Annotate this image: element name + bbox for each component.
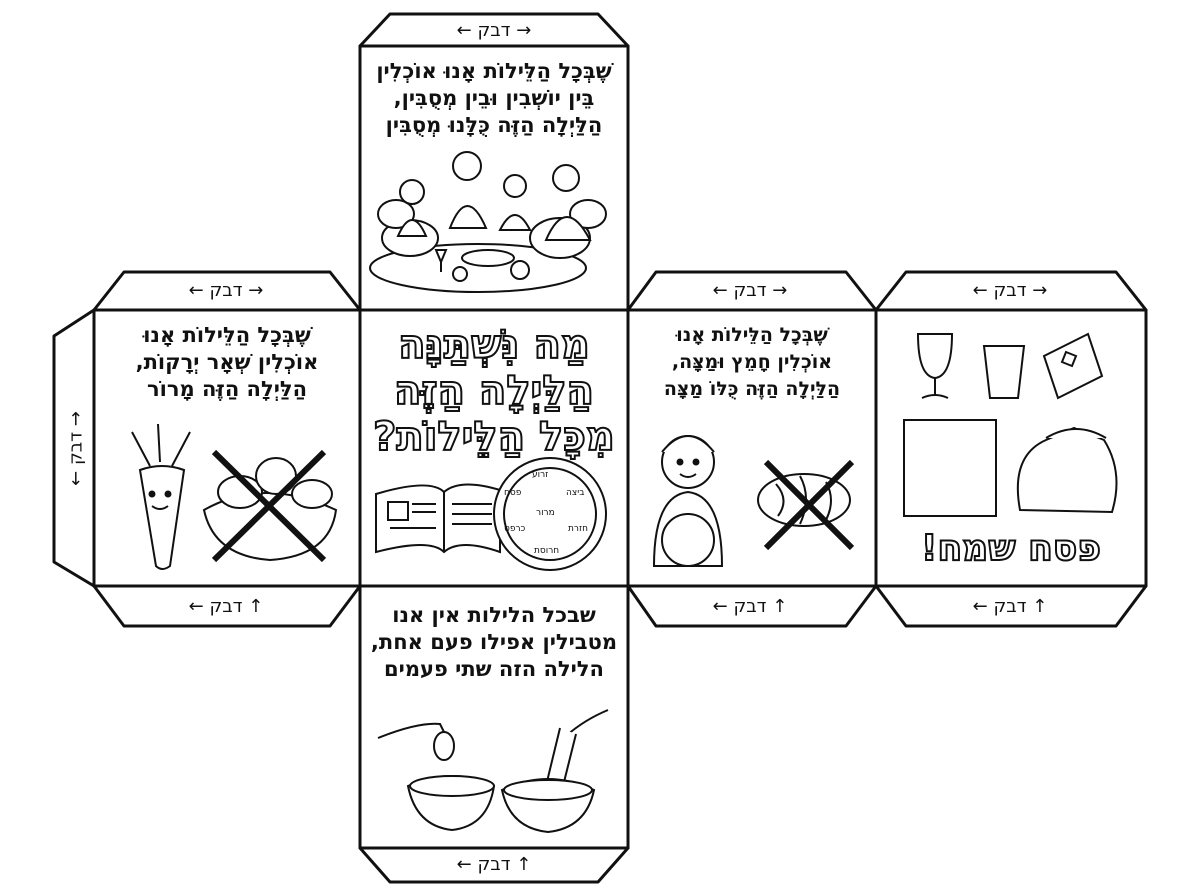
- right1-face-text: שֶׁבְּכָל הַלֵּילוֹת אָנוּ אוֹכְלִין חָמ…: [632, 322, 872, 403]
- left-face-line-3: הַלַּיְלָה הַזֶּה מָרוֹר: [146, 377, 308, 401]
- center-title-line-3: מִכָּל הַלֵּילוֹת?: [372, 413, 616, 461]
- family-seder-icon: [369, 151, 607, 293]
- bottom-face-tab-label: ← דבק ↑: [456, 854, 532, 875]
- bottom-face-line-1: שבכל הלילות אין אנו: [392, 603, 596, 627]
- plate-label-pesach: פסח: [504, 488, 522, 498]
- left-face-text: שֶׁבְּכָל הַלֵּילוֹת אָנוּ אוֹכְלִין שְׁ…: [100, 322, 354, 403]
- bottom-glue-tab: [358, 846, 630, 884]
- bottom-face-line-3: הלילה הזה שתי פעמים: [384, 657, 604, 681]
- right2-bottom-tab-label: ← דבק ↑: [972, 596, 1048, 617]
- carrot-vegetables-crossed-icon: [131, 423, 338, 570]
- plate-label-charoset: חרוסת: [534, 546, 560, 556]
- bottom-face-line-2: מטבילין אפילו פעם אחת,: [370, 630, 618, 654]
- bottom-face-text: שבכל הלילות אין אנו מטבילין אפילו פעם אח…: [366, 602, 622, 683]
- plate-label-chazeret: חזרת: [568, 524, 588, 534]
- seder-plate-labels: זרוע ביצה מרור פסח כרפס חזרת חרוסת: [494, 458, 606, 570]
- top-face-line-2: בֵּין יוֹשְׁבִין וּבֵין מְסֻבִּין,: [393, 86, 595, 110]
- plate-label-karpas: כרפס: [504, 524, 526, 534]
- center-face-title: מַה נִּשְׁתַּנָּה הַלַּיְלָה הַזֶּה מִכָ…: [366, 321, 622, 461]
- right1-face-line-1: שֶׁבְּכָל הַלֵּילוֹת אָנוּ: [676, 324, 828, 346]
- pesach-sameach-greeting: פסח שמח!: [920, 527, 1102, 570]
- left-face-tab-label: ← דבק →: [188, 280, 264, 301]
- left-face-line-2: אוֹכְלִין שְׁאָר יְרָקוֹת,: [135, 350, 319, 374]
- plate-label-zroa: זרוע: [532, 470, 549, 480]
- right1-face-line-2: אוֹכְלִין חָמֵץ וּמַצָּה,: [671, 351, 833, 373]
- boy-matzah-challah-crossed-icon: [652, 435, 855, 567]
- center-title-line-1: מַה נִּשְׁתַּנָּה: [397, 321, 591, 369]
- left-side-tab-label: ← דבק →: [65, 411, 87, 486]
- right1-bottom-tab-label: ← דבק ↑: [712, 596, 788, 617]
- left-side-tab: [52, 308, 96, 588]
- left-bottom-tab-label: ← דבק ↑: [188, 596, 264, 617]
- left-face-line-1: שֶׁבְּכָל הַלֵּילוֹת אָנוּ: [143, 323, 311, 347]
- top-face-text: שֶׁבְּכָל הַלֵּילוֹת אָנוּ אוֹכְלִין בֵּ…: [366, 58, 622, 139]
- center-title-line-2: הַלַּיְלָה הַזֶּה: [393, 367, 595, 415]
- haggadah-seder-plate-icon: [375, 457, 607, 571]
- left-face-bottom-tab: [92, 584, 362, 628]
- right1-face-line-3: הַלַּיְלָה הַזֶּה כֻּלּוֹ מַצָּה: [663, 378, 841, 400]
- right2-face-tab-label: ← דבק →: [972, 280, 1048, 301]
- top-face-line-3: הַלַּיְלָה הַזֶּה כֻּלָּנוּ מְסֻבִּין: [385, 113, 603, 137]
- dipping-hands-bowls-icon: [377, 709, 609, 834]
- wine-cup-matzah-bag-icon: [903, 332, 1118, 517]
- right1-bottom-tab: [626, 584, 878, 628]
- right1-face-tab-label: ← דבק →: [712, 280, 788, 301]
- top-face-tab-label: ← דבק →: [456, 20, 532, 41]
- plate-label-beitza: ביצה: [566, 488, 585, 498]
- plate-label-maror: מרור: [536, 508, 555, 518]
- top-face-line-1: שֶׁבְּכָל הַלֵּילוֹת אָנוּ אוֹכְלִין: [376, 59, 612, 83]
- right2-bottom-tab: [874, 584, 1148, 628]
